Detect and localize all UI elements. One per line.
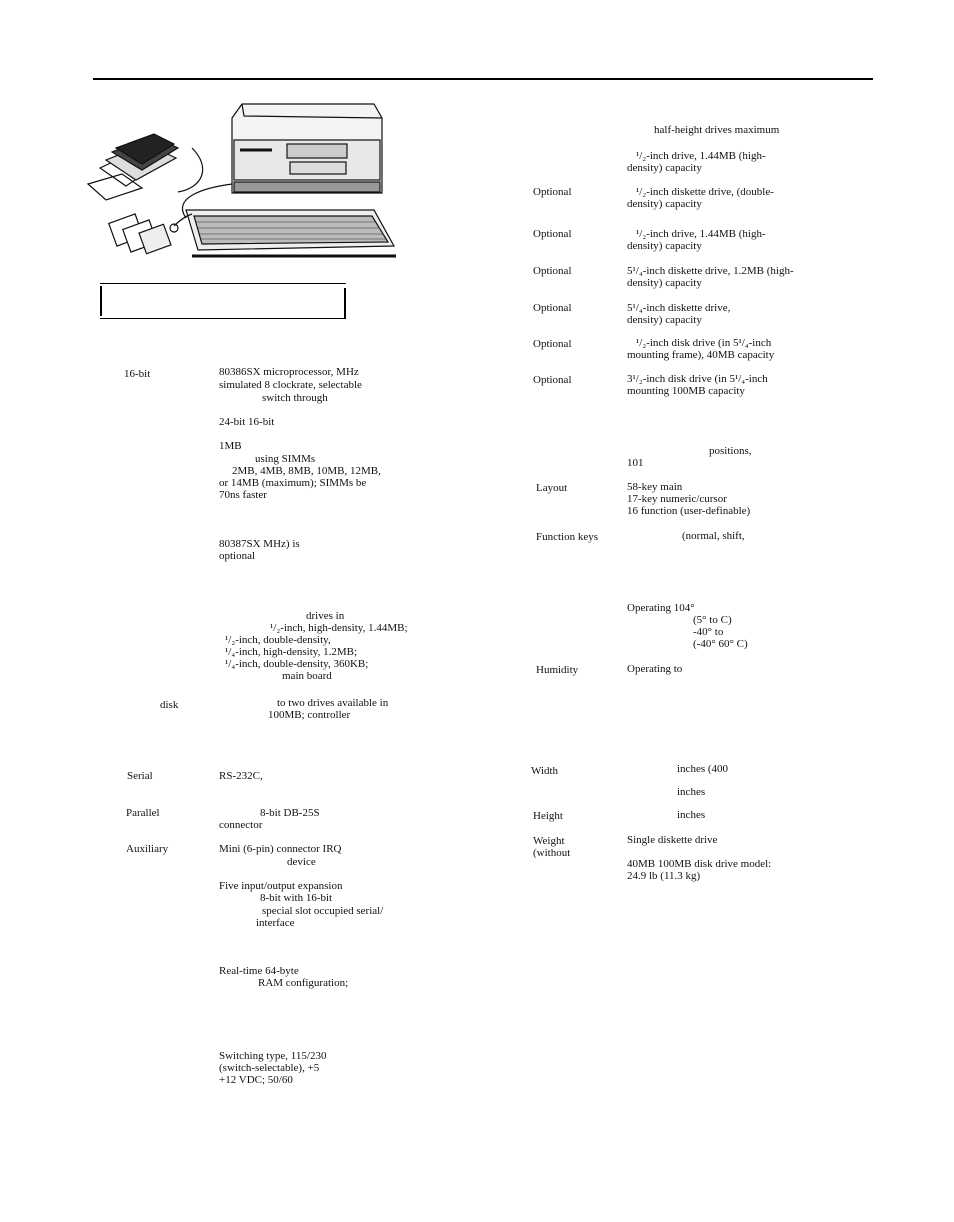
serial-label: Serial <box>127 770 153 782</box>
weight-line-3: 24.9 lb (11.3 kg) <box>627 870 701 882</box>
weight-label: Weight <box>533 835 565 847</box>
expansion-line-1: Five input/output expansion <box>219 880 343 892</box>
processor-line-3: switch through <box>262 392 328 404</box>
power-line-2: (switch-selectable), +5 <box>219 1062 320 1074</box>
top-rule <box>93 78 873 80</box>
power-line-1: Switching type, 115/230 <box>219 1050 327 1062</box>
clock-line-1: Real-time 64-byte <box>219 965 299 977</box>
drive-7-line-1: 3¹/₂-inch disk drive (in 5¹/₄-inch <box>627 373 768 385</box>
drive-6-line-2: mounting frame), 40MB capacity <box>627 349 775 361</box>
auxiliary-label: Auxiliary <box>126 843 169 855</box>
drive-6-line-1: ¹/₂-inch disk drive (in 5¹/₄-inch <box>636 337 772 349</box>
memory-line-4: or 14MB (maximum); SIMMs be <box>219 477 367 489</box>
function-keys-line-1: (normal, shift, <box>682 530 745 542</box>
drive-bays-line: half-height drives maximum <box>654 124 780 136</box>
drive-1-line-2: density) capacity <box>627 162 702 174</box>
auxiliary-line-1: Mini (6-pin) connector IRQ <box>219 843 342 855</box>
diskette-line-5: ¹/₄-inch, double-density, 360KB; <box>225 658 369 670</box>
depth-line-1: inches <box>677 786 706 798</box>
temperature-line-1: Operating 104° <box>627 602 695 614</box>
processor-line-2: simulated 8 clockrate, selectable <box>219 379 362 391</box>
height-label: Height <box>533 810 563 822</box>
drive-5-line-1: 5¹/₄-inch diskette drive, <box>627 302 731 314</box>
hard-disk-label: disk <box>160 699 179 711</box>
temperature-line-4: (-40° 60° C) <box>693 638 748 650</box>
serial-line-1: RS-232C, <box>219 770 263 782</box>
diskette-line-1: drives in <box>306 610 345 622</box>
clock-line-2: RAM configuration; <box>258 977 349 989</box>
layout-line-1: 58-key main <box>627 481 683 493</box>
drive-3-line-2: density) capacity <box>627 240 702 252</box>
drive-5-label: Optional <box>533 302 572 314</box>
memory-line-3: 2MB, 4MB, 8MB, 10MB, 12MB, <box>232 465 381 477</box>
layout-line-2: 17-key numeric/cursor <box>627 493 727 505</box>
memory-line-1: 1MB <box>219 440 242 452</box>
weight-line-2: 40MB 100MB disk drive model: <box>627 858 772 870</box>
hard-disk-line-1: to two drives available in <box>277 697 389 709</box>
layout-label: Layout <box>536 482 568 494</box>
drive-4-line-2: density) capacity <box>627 277 702 289</box>
humidity-line-1: Operating to <box>627 663 683 675</box>
expansion-line-3: special slot occupied serial/ <box>262 905 384 917</box>
processor-line-1: 80386SX microprocessor, MHz <box>219 366 359 378</box>
drive-2-line-2: density) capacity <box>627 198 702 210</box>
function-keys-label: Function keys <box>536 531 599 543</box>
diskette-line-6: main board <box>282 670 332 682</box>
diskette-line-4: ¹/₄-inch, high-density, 1.2MB; <box>225 646 357 658</box>
drive-2-label: Optional <box>533 186 572 198</box>
drive-6-label: Optional <box>533 338 572 350</box>
drive-7-label: Optional <box>533 374 572 386</box>
keys-line-2: 101 <box>627 457 644 469</box>
keys-line-1: positions, <box>709 445 752 457</box>
layout-line-3: 16 function (user-definable) <box>627 505 751 517</box>
drive-4-label: Optional <box>533 265 572 277</box>
spec-box-right <box>344 288 346 318</box>
coprocessor-line-2: optional <box>219 550 256 562</box>
humidity-label: Humidity <box>536 664 579 676</box>
drive-2-line-1: ¹/₂-inch diskette drive, (double- <box>636 186 774 198</box>
coprocessor-line-1: 80387SX MHz) is <box>219 538 300 550</box>
drive-4-line-1: 5¹/₄-inch diskette drive, 1.2MB (high- <box>627 265 794 277</box>
parallel-label: Parallel <box>126 807 160 819</box>
auxiliary-line-2: device <box>287 856 316 868</box>
computer-system-illustration <box>86 103 396 258</box>
processor-label: 16-bit <box>124 368 151 380</box>
hard-disk-line-2: 100MB; controller <box>268 709 351 721</box>
power-line-3: +12 VDC; 50/60 <box>219 1074 293 1086</box>
drive-1-line-1: ¹/₂-inch drive, 1.44MB (high- <box>636 150 766 162</box>
bus-line: 24-bit 16-bit <box>219 416 275 428</box>
weight-line-1: Single diskette drive <box>627 834 718 846</box>
expansion-line-2: 8-bit with 16-bit <box>260 892 333 904</box>
drive-3-line-1: ¹/₂-inch drive, 1.44MB (high- <box>636 228 766 240</box>
width-label: Width <box>531 765 559 777</box>
spec-box-top <box>100 283 346 284</box>
expansion-line-4: interface <box>256 917 295 929</box>
height-line-1: inches <box>677 809 706 821</box>
weight-label-2: (without <box>533 847 571 859</box>
drive-5-line-2: density) capacity <box>627 314 702 326</box>
width-line-1: inches (400 <box>677 763 729 775</box>
drive-3-label: Optional <box>533 228 572 240</box>
drive-7-line-2: mounting 100MB capacity <box>627 385 745 397</box>
memory-line-2: using SIMMs <box>255 453 316 465</box>
temperature-line-3: -40° to <box>693 626 724 638</box>
spec-box-left <box>100 286 102 316</box>
spec-box-bottom <box>100 318 346 319</box>
parallel-line-2: connector <box>219 819 263 831</box>
memory-line-5: 70ns faster <box>219 489 267 501</box>
diskette-line-2: ¹/₂-inch, high-density, 1.44MB; <box>270 622 408 634</box>
temperature-line-2: (5° to C) <box>693 614 732 626</box>
parallel-line-1: 8-bit DB-25S <box>260 807 320 819</box>
diskette-line-3: ¹/₂-inch, double-density, <box>225 634 331 646</box>
